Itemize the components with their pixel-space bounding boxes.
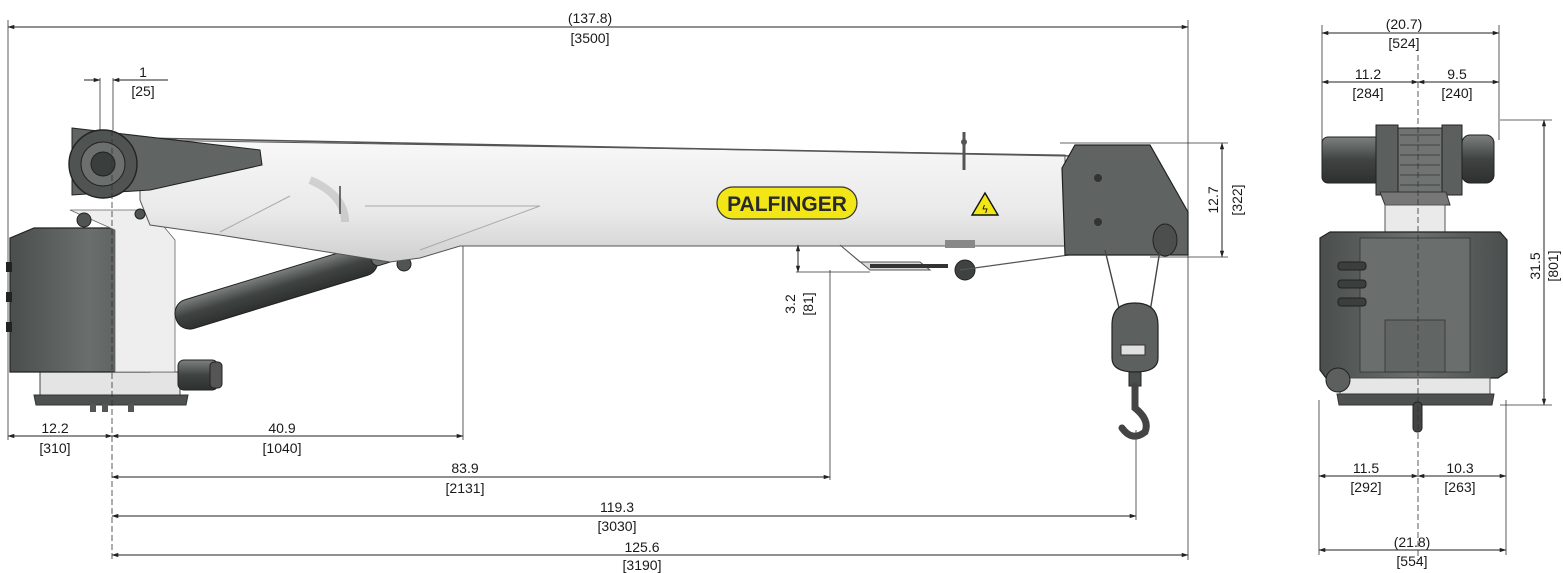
hook-clearance-in: 3.2 [782,294,798,314]
winch-drum [68,127,263,228]
base-right-in: 10.3 [1446,460,1473,476]
cylinder-reach-mm: [1040] [263,440,302,456]
base-right-mm: [263] [1444,479,1475,495]
overall-length-mm: [3500] [571,30,610,46]
dimension-lines-side [7,24,1225,558]
reach-2-in: 119.3 [600,499,634,515]
svg-text:ϟ: ϟ [981,203,988,216]
hook-block [1104,249,1161,440]
hook-clearance-mm: [81] [800,292,816,315]
base-end [1325,367,1495,433]
reach-1-in: 83.9 [451,460,478,476]
reach-1-mm: [2131] [446,480,485,496]
overall-length-in: (137.8) [568,10,612,26]
rear-overhang-mm: [310] [39,440,70,456]
winch-left-mm: [284] [1352,85,1383,101]
side-view: PALFINGER ϟ (137.8) [3500] 1 [6,10,1245,573]
boom [139,132,1106,281]
rear-overhang-in: 12.2 [41,420,68,436]
winch-end [1321,124,1495,236]
height-mm: [801] [1545,250,1561,281]
cylinder-reach-in: 40.9 [268,420,295,436]
reach-2-mm: [3030] [598,518,637,534]
boom-height-in: 12.7 [1205,186,1221,213]
boom-head [1061,144,1189,257]
dimension-labels-end: (20.7) [524] 11.2 [284] 9.5 [240] 31.5 [… [1350,16,1561,569]
winch-right-mm: [240] [1441,85,1472,101]
base-left-mm: [292] [1350,479,1381,495]
winch-width-in: (20.7) [1386,16,1423,32]
extension-lines [7,20,1228,560]
palfinger-logo: PALFINGER [716,186,858,220]
dimension-labels-side: (137.8) [3500] 1 [25] 12.7 [322] 3.2 [81… [39,10,1245,573]
height-in: 31.5 [1527,252,1543,279]
pedestal [33,371,189,412]
slew-motor [177,359,223,391]
base-width-in: (21.8) [1394,534,1431,550]
base-left-in: 11.5 [1353,460,1379,476]
reach-3-in: 125.6 [624,539,659,555]
dimension-lines-end [1318,30,1547,553]
logo-text: PALFINGER [727,193,847,216]
warning-triangle-icon: ϟ [970,191,1000,216]
pivot-offset-mm: [25] [131,83,154,99]
winch-left-in: 11.2 [1355,66,1381,82]
end-view: (20.7) [524] 11.2 [284] 9.5 [240] 31.5 [… [1318,16,1561,569]
winch-width-mm: [524] [1388,35,1419,51]
pivot-offset-in: 1 [139,64,147,80]
boom-height-mm: [322] [1229,184,1245,215]
winch-right-in: 9.5 [1447,66,1467,82]
housing-end [1319,231,1508,379]
reach-3-mm: [3190] [623,557,662,573]
base-width-mm: [554] [1396,553,1427,569]
logo-plate [716,186,858,220]
